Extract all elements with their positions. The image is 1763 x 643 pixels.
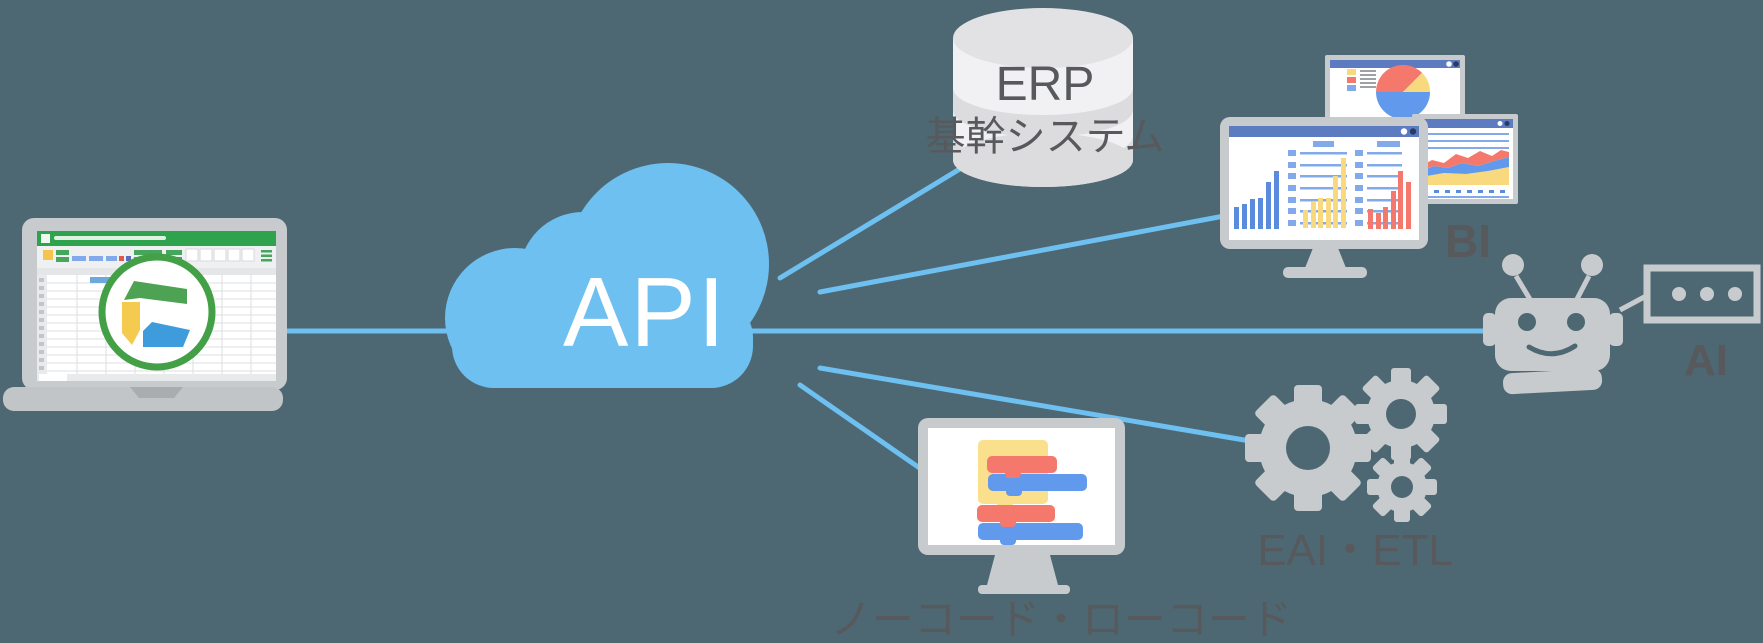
robot-head — [1495, 298, 1610, 371]
bi-dashboard-monitors-icon — [1220, 117, 1428, 278]
laptop-base-notch — [130, 387, 183, 398]
window-button — [1504, 121, 1510, 126]
erp-label: ERP — [995, 58, 1095, 111]
ear-left — [1483, 313, 1496, 346]
bubble-dots — [1672, 287, 1742, 301]
sheet-tab-bar — [37, 374, 276, 381]
pie-chart-window — [1325, 55, 1465, 125]
sheet-tab — [39, 374, 67, 381]
api-cloud-label: API — [563, 257, 727, 367]
erp-database-cylinder-icon — [953, 8, 1133, 187]
robot-eye-left — [1518, 313, 1536, 331]
window-button — [1409, 128, 1417, 135]
laptop-base — [3, 387, 283, 411]
line-cloud-to-nocode — [797, 382, 924, 472]
nocode-label: ノーコード・ローコード — [830, 596, 1293, 643]
ai-label: AI — [1684, 336, 1728, 385]
eai-etl-gears-icon — [1245, 368, 1447, 522]
erp-sublabel: 基幹システム — [925, 115, 1165, 159]
gear-small-icon — [1367, 452, 1437, 522]
spreadsheet-laptop-icon — [3, 218, 287, 411]
eai-etl-label: EAI・ETL — [1257, 526, 1453, 575]
window-button — [1446, 61, 1452, 67]
row-numbers — [39, 278, 44, 370]
cylinder-bottom-cap — [953, 133, 1133, 187]
line-cloud-to-erp — [777, 161, 971, 281]
line-cloud-to-eai — [817, 365, 1253, 444]
robot-eye-right — [1567, 313, 1585, 331]
ribbon-items — [43, 248, 272, 262]
antenna-left — [1513, 274, 1534, 303]
titlebar-text-strip — [54, 236, 166, 240]
monitor-stand — [1305, 248, 1346, 268]
window-button — [1497, 121, 1503, 126]
text-rows — [1421, 133, 1509, 149]
connector-lines — [265, 161, 1503, 472]
red-bar-chart-icon — [1368, 171, 1411, 229]
api-cloud-icon — [445, 163, 769, 388]
bi-label: BI — [1445, 215, 1491, 267]
ai-robot-icon — [1483, 254, 1761, 395]
cylinder-band-1 — [953, 88, 1133, 137]
list-rows-left — [1288, 141, 1347, 226]
pie-chart-icon — [1376, 64, 1430, 119]
antenna-ball-right — [1581, 254, 1603, 276]
area-chart-window — [1412, 114, 1518, 204]
scratch-blocks-icon — [977, 440, 1087, 545]
pie-legend — [1347, 69, 1376, 91]
bubble-tail — [1618, 292, 1650, 313]
robot-body — [1503, 368, 1603, 395]
nocode-block-editor-monitor-icon — [918, 418, 1125, 594]
chat-bubble-icon — [1643, 264, 1761, 324]
cycle-logo-arrows — [122, 281, 190, 347]
bottom-row — [1421, 196, 1509, 198]
monitor-stand — [987, 555, 1058, 585]
gear-large-icon — [1245, 385, 1371, 511]
monitor-base — [978, 585, 1070, 594]
ear-right — [1609, 313, 1623, 346]
blue-bar-chart-icon — [1234, 171, 1279, 229]
monitor-base — [1283, 267, 1367, 278]
cylinder-top-cap — [953, 8, 1133, 68]
row-header-column — [37, 275, 47, 374]
window-titlebar — [1229, 126, 1419, 137]
window-titlebar — [1417, 119, 1513, 128]
app-icon — [41, 234, 50, 243]
yellow-bar-chart-icon — [1303, 158, 1346, 228]
window-button — [1453, 61, 1459, 67]
window-titlebar — [1330, 60, 1460, 68]
cycle-logo-icon — [98, 253, 216, 371]
selected-cell — [90, 277, 114, 283]
gear-medium-icon — [1355, 368, 1447, 460]
robot-smile — [1526, 343, 1578, 357]
stacked-area-chart-icon — [1421, 150, 1509, 185]
line-cloud-to-bi — [817, 210, 1243, 295]
antenna-right — [1573, 274, 1592, 303]
window-button — [1400, 128, 1408, 135]
antenna-ball-left — [1502, 254, 1524, 276]
